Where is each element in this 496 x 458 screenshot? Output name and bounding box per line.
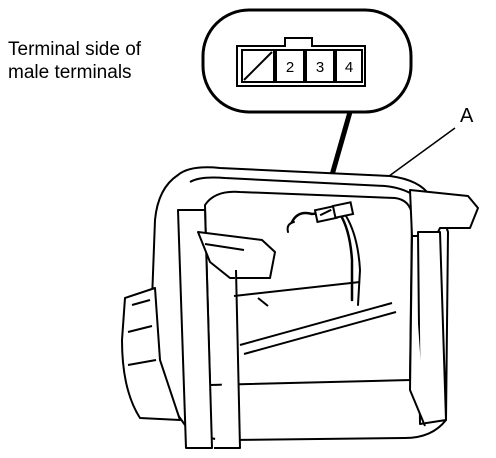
terminal-label-2: 2 bbox=[286, 59, 294, 76]
connector-face bbox=[236, 37, 366, 87]
callout-a-label: A bbox=[460, 105, 474, 127]
harness-connector-a bbox=[313, 201, 355, 224]
terminal-cell-4 bbox=[335, 49, 363, 83]
left-frame-bracket bbox=[177, 209, 276, 449]
terminal-cell-2 bbox=[275, 49, 305, 83]
terminal-label-4: 4 bbox=[345, 59, 353, 76]
blank-terminal-slash-icon bbox=[243, 51, 273, 81]
caption-line-2: male terminals bbox=[8, 62, 132, 83]
terminal-cell-3 bbox=[305, 49, 335, 83]
terminal-label-3: 3 bbox=[316, 59, 324, 76]
seat-back bbox=[121, 166, 449, 441]
frame-rods bbox=[233, 281, 397, 355]
right-frame-bracket bbox=[409, 189, 479, 427]
caption-line-1: Terminal side of bbox=[8, 39, 142, 60]
diagram-caption: Terminal side of male terminals bbox=[8, 38, 208, 84]
wiring-harness bbox=[286, 210, 362, 306]
